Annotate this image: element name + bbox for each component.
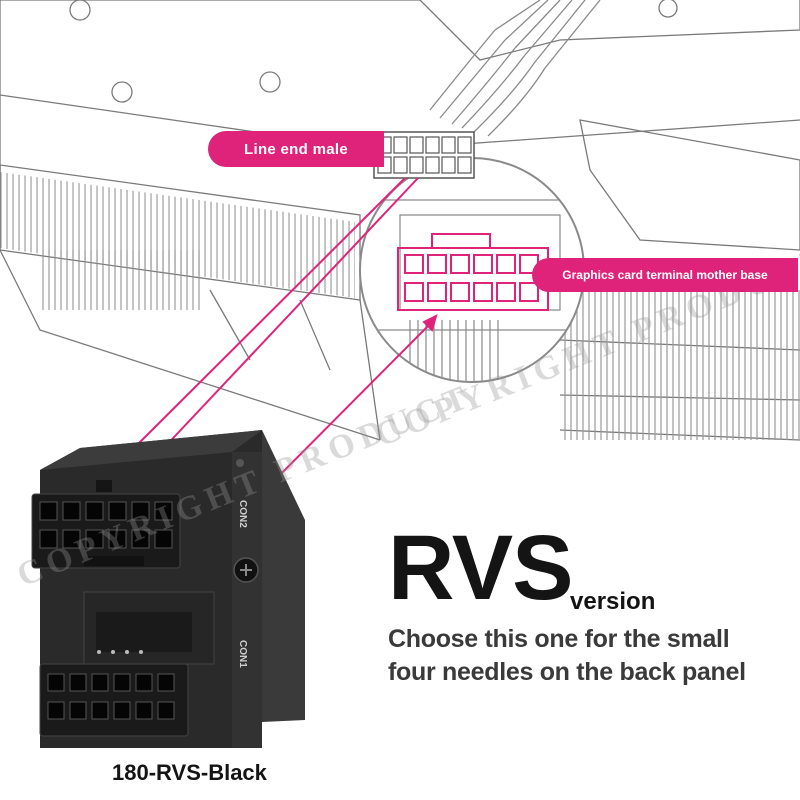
product-subtitle: version bbox=[570, 588, 656, 615]
heatsink-fins-left bbox=[0, 172, 355, 298]
model-caption: 180-RVS-Black bbox=[112, 760, 267, 785]
rvs-adapter: CON2 CON1 bbox=[31, 430, 305, 748]
heatsink-fins-right bbox=[560, 290, 800, 400]
description-line-1: Choose this one for the small bbox=[388, 625, 730, 653]
con2-label: CON2 bbox=[237, 500, 248, 528]
heatsink-fins-lower bbox=[560, 400, 800, 440]
male-plug bbox=[373, 131, 475, 179]
line-end-male-callout: Line end male bbox=[208, 131, 384, 167]
heatsink-fins-mid bbox=[40, 250, 200, 310]
terminal-base-callout: Graphics card terminal mother base bbox=[532, 258, 798, 292]
magnifier-inset bbox=[359, 157, 585, 383]
description-line-2: four needles on the back panel bbox=[388, 658, 746, 686]
product-title: RVS bbox=[388, 517, 574, 619]
con1-label: CON1 bbox=[237, 640, 248, 668]
